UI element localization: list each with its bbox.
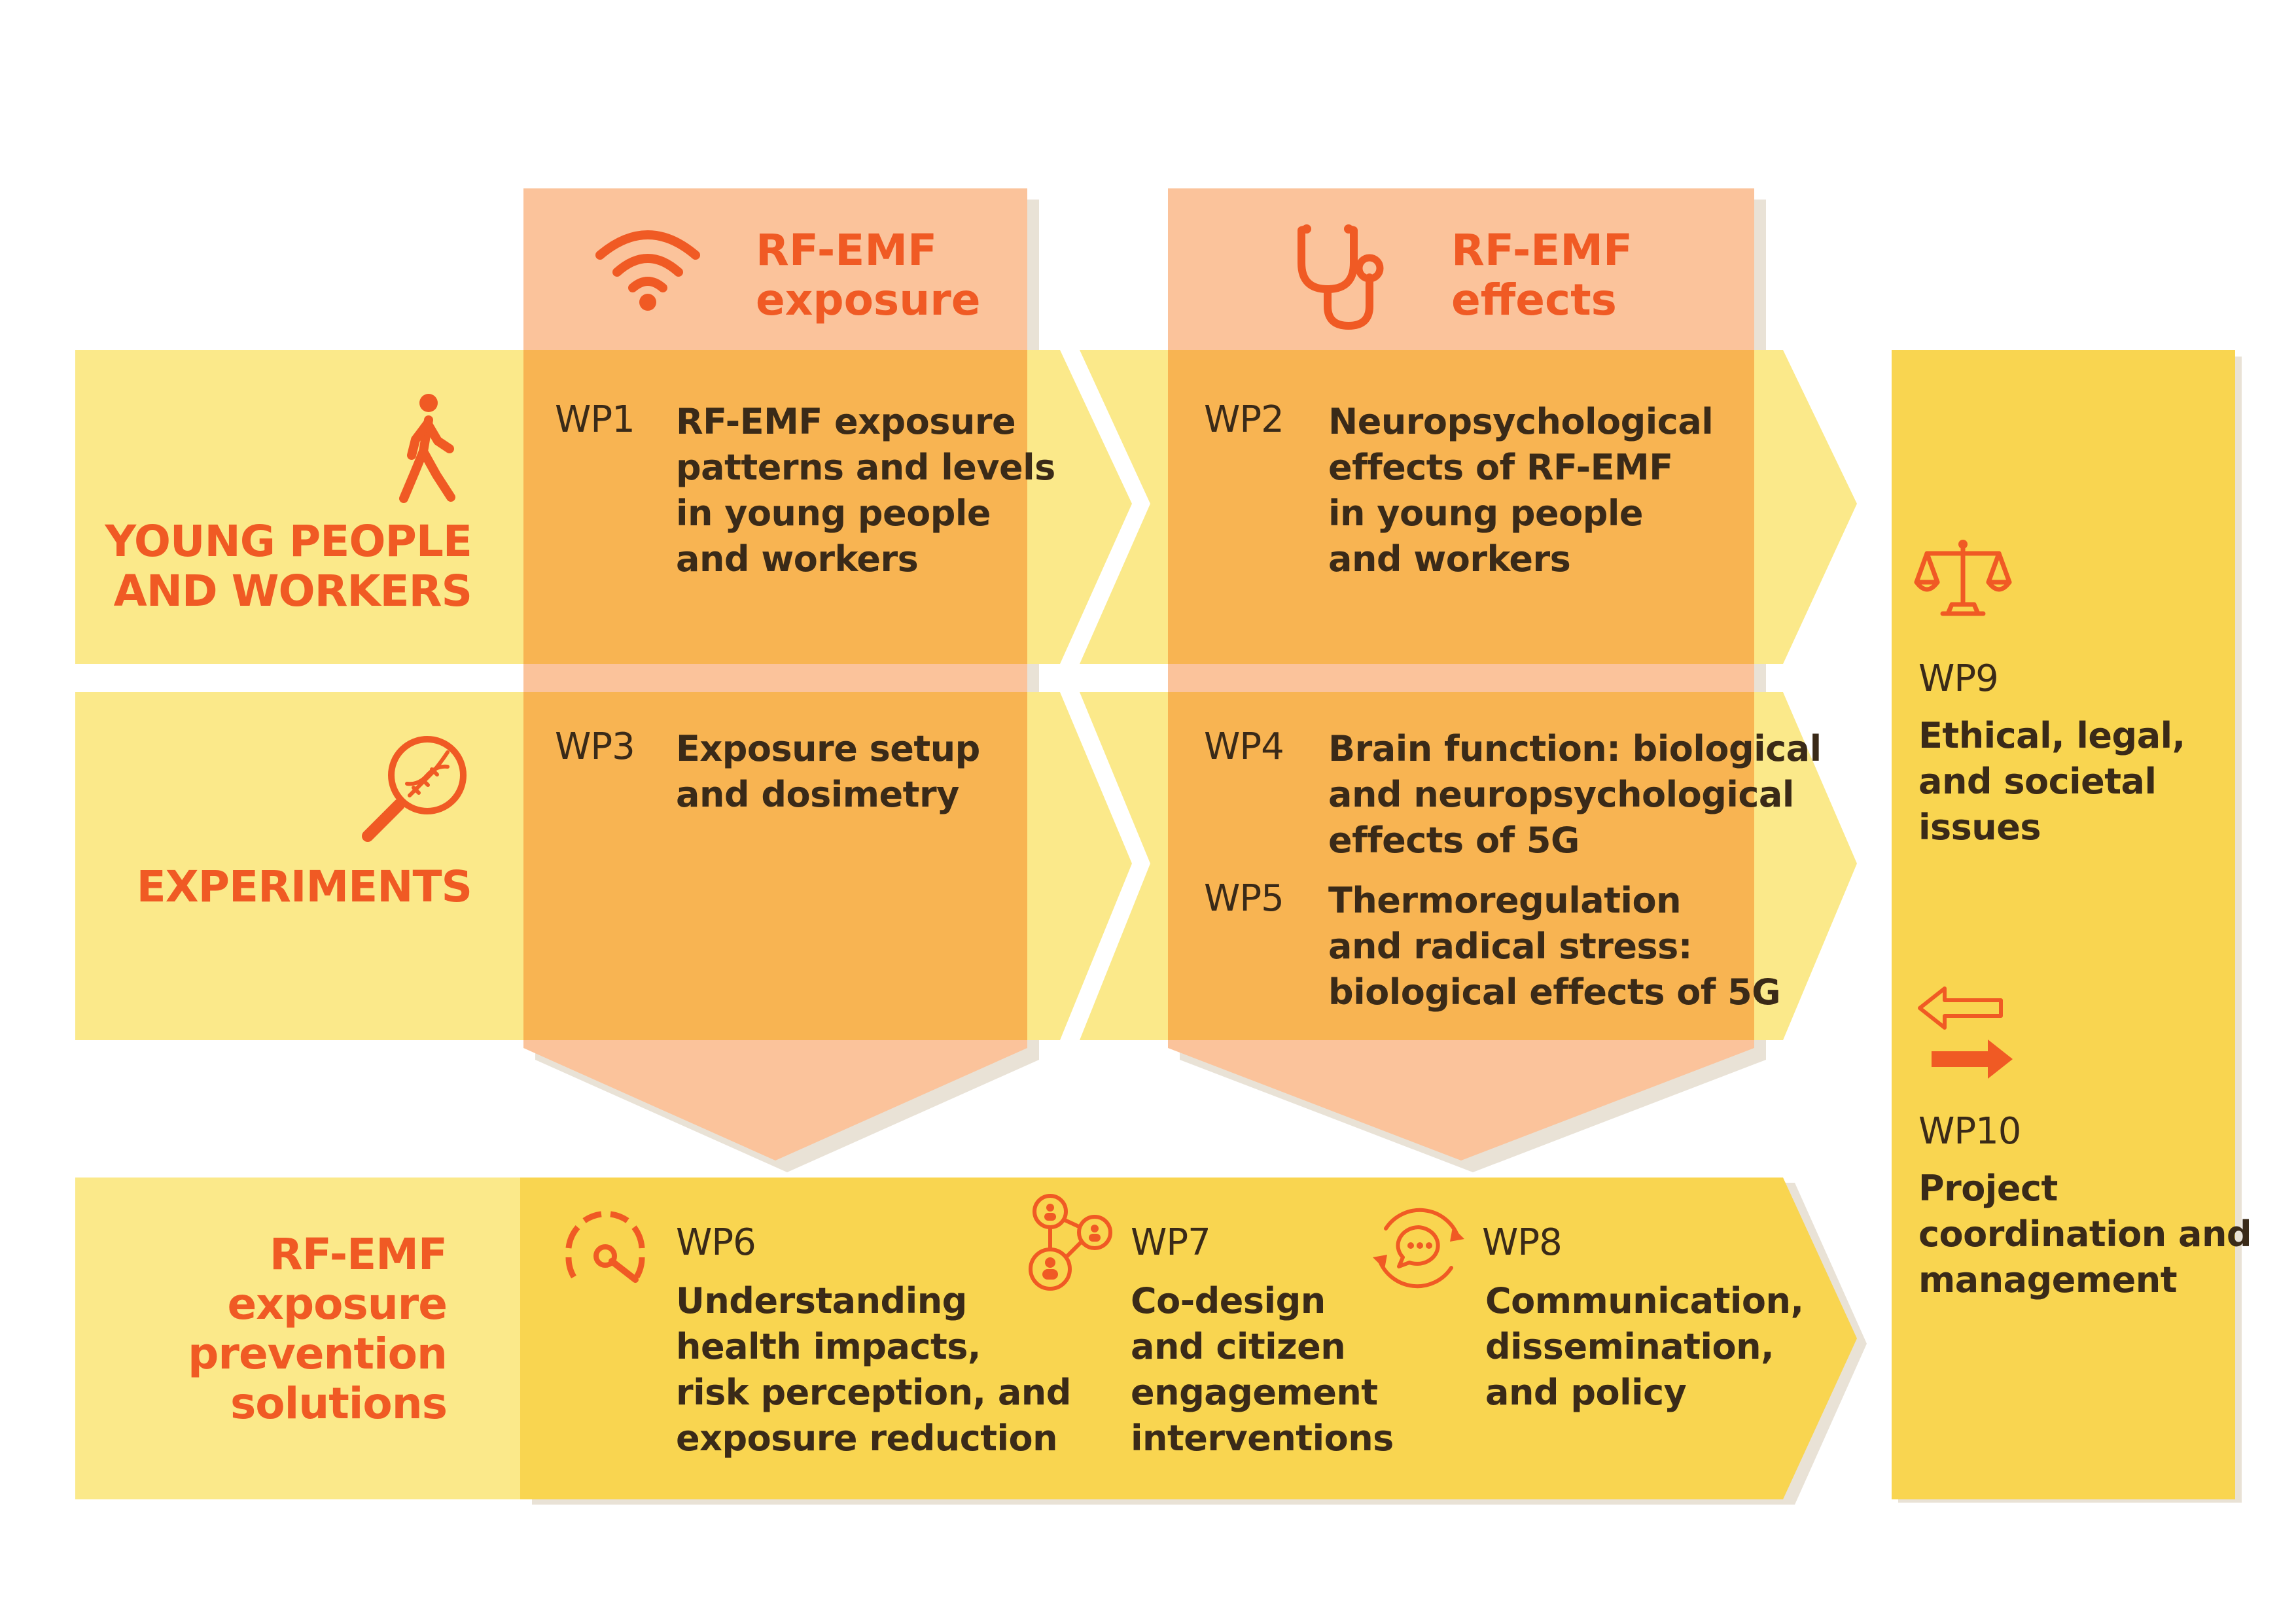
gauge-icon — [565, 1211, 645, 1283]
prevention-row-label: RF-EMF exposure prevention solutions — [188, 1229, 448, 1429]
wp1-number: WP1 — [555, 398, 635, 441]
wp9-number: WP9 — [1918, 657, 1999, 700]
wp3-cell — [523, 692, 1027, 1040]
wp7-text: Co-design and citizen engagement interve… — [1131, 1280, 1394, 1459]
wp10-number: WP10 — [1918, 1110, 2021, 1153]
experiments-row-label: EXPERIMENTS — [136, 862, 472, 912]
prevention-row-arrow — [520, 1178, 1857, 1499]
management-column — [1892, 350, 2235, 1499]
wp9-text: Ethical, legal, and societal issues — [1918, 715, 2185, 848]
wp8-text: Communication, dissemination, and policy — [1485, 1280, 1804, 1413]
walking-person-icon — [399, 394, 455, 503]
wp6-text: Understanding health impacts, risk perce… — [676, 1280, 1071, 1459]
wp3-text: Exposure setup and dosimetry — [676, 728, 980, 815]
magnifier-dna-icon — [362, 736, 467, 842]
wp6-number: WP6 — [676, 1221, 756, 1264]
wifi-icon — [595, 230, 700, 311]
exposure-column-title: RF-EMF exposure — [756, 225, 981, 325]
wp5-number: WP5 — [1204, 877, 1284, 920]
wp10-text: Project coordination and management — [1918, 1168, 2252, 1300]
stethoscope-icon — [1298, 224, 1384, 330]
young-row-label: YOUNG PEOPLE AND WORKERS — [105, 516, 472, 616]
chat-cycle-icon — [1373, 1208, 1464, 1289]
wp1-cell — [523, 350, 1027, 664]
wp3-number: WP3 — [555, 725, 635, 768]
scales-icon — [1914, 540, 2012, 616]
wp8-number: WP8 — [1482, 1221, 1563, 1264]
wp4-text: Brain function: biological and neuropsyc… — [1328, 728, 1822, 861]
wp4-wp5-cell — [1168, 692, 1754, 1040]
wp7-number: WP7 — [1131, 1221, 1211, 1264]
exchange-arrows-icon — [1918, 986, 2013, 1079]
people-network-icon — [1029, 1194, 1112, 1291]
wp4-number: WP4 — [1204, 725, 1284, 768]
wp1-text: RF-EMF exposure patterns and levels in y… — [676, 401, 1055, 580]
wp5-text: Thermoregulation and radical stress: bio… — [1328, 880, 1781, 1013]
wp2-cell — [1168, 350, 1754, 664]
wp2-text: Neuropsychological effects of RF-EMF in … — [1328, 401, 1714, 580]
wp2-number: WP2 — [1204, 398, 1284, 441]
effects-column-title: RF-EMF effects — [1451, 225, 1633, 325]
prevention-row-band — [75, 1178, 527, 1499]
